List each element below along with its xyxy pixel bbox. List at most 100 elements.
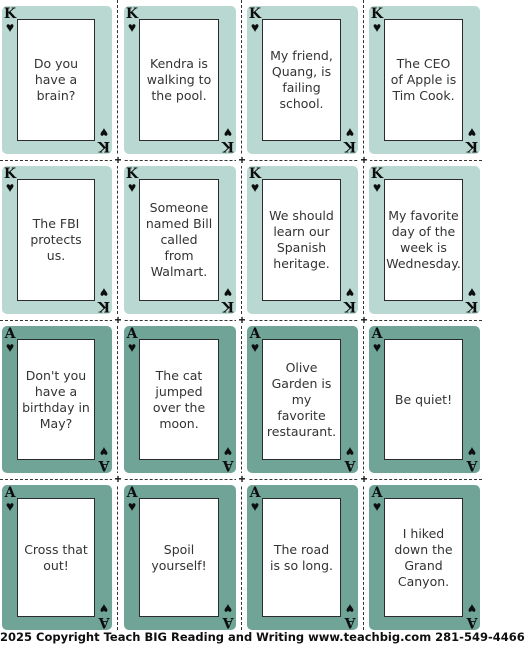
card-face: My friend, Quang, is failing school. <box>262 19 341 141</box>
crop-mark-icon: + <box>236 473 248 485</box>
card-rank: A <box>222 457 234 473</box>
card-corner: A♥ <box>343 601 357 630</box>
playing-card: A♥ Olive Garden is my favorite restauran… <box>247 326 358 473</box>
crop-mark-icon: + <box>358 473 370 485</box>
card-text: Someone named Bill called from Walmart. <box>145 200 213 279</box>
heart-icon: ♥ <box>5 19 15 35</box>
card-face: I hiked down the Grand Canyon. <box>384 498 463 617</box>
card-text: The FBI protects us. <box>30 216 82 263</box>
crop-mark-icon: + <box>112 154 124 166</box>
card-rank: K <box>97 298 111 314</box>
heart-icon: ♥ <box>5 339 15 355</box>
heart-icon: ♥ <box>372 19 382 35</box>
playing-card: K♥ Someone named Bill called from Walmar… <box>124 166 236 314</box>
card-text: Kendra is walking to the pool. <box>146 56 212 103</box>
card-corner: K♥ <box>97 125 111 154</box>
crop-mark-icon: + <box>112 473 124 485</box>
card-corner: A♥ <box>370 486 384 513</box>
playing-card: K♥ We should learn our Spanish heritage.… <box>247 166 358 314</box>
card-rank: K <box>370 166 384 182</box>
card-rank: A <box>98 457 110 473</box>
playing-card: A♥ I hiked down the Grand Canyon. A♥ <box>369 485 480 630</box>
card-rank: A <box>4 326 16 342</box>
card-corner: K♥ <box>248 7 262 34</box>
card-rank: A <box>126 326 138 342</box>
heart-icon: ♥ <box>250 339 260 355</box>
playing-card: A♥ Spoil yourself! A♥ <box>124 485 236 630</box>
card-face: Kendra is walking to the pool. <box>139 19 219 141</box>
heart-icon: ♥ <box>250 179 260 195</box>
card-face: My favorite day of the week is Wednesday… <box>384 179 463 301</box>
card-corner: A♥ <box>125 486 139 513</box>
card-text: Be quiet! <box>394 391 453 407</box>
card-face: The cat jumped over the moon. <box>139 339 219 460</box>
card-text: My friend, Quang, is failing school. <box>270 48 333 111</box>
heart-icon: ♥ <box>127 339 137 355</box>
card-text: The cat jumped over the moon. <box>152 367 206 431</box>
playing-card: A♥ The road is so long. A♥ <box>247 485 358 630</box>
card-text: The road is so long. <box>269 541 334 573</box>
card-corner: A♥ <box>465 444 479 473</box>
card-corner: K♥ <box>221 285 235 314</box>
card-corner: K♥ <box>3 7 17 34</box>
card-rank: A <box>98 614 110 630</box>
crop-mark-icon: + <box>236 314 248 326</box>
card-text: We should learn our Spanish heritage. <box>269 208 334 271</box>
card-face: We should learn our Spanish heritage. <box>262 179 341 301</box>
card-face: The road is so long. <box>262 498 341 617</box>
card-corner: K♥ <box>125 7 139 34</box>
playing-card: K♥ The CEO of Apple is Tim Cook. K♥ <box>369 6 480 154</box>
playing-card: K♥ Kendra is walking to the pool. K♥ <box>124 6 236 154</box>
playing-card: A♥ Don't you have a birthday in May? A♥ <box>2 326 112 473</box>
playing-card: A♥ Be quiet! A♥ <box>369 326 480 473</box>
card-rank: K <box>343 298 357 314</box>
card-text: The CEO of Apple is Tim Cook. <box>390 56 457 103</box>
crop-mark-icon: + <box>112 314 124 326</box>
crop-mark-icon: + <box>358 154 370 166</box>
card-rank: K <box>248 166 262 182</box>
card-face: Spoil yourself! <box>139 498 219 617</box>
card-corner: K♥ <box>248 167 262 194</box>
card-rank: K <box>125 6 139 22</box>
card-corner: A♥ <box>248 327 262 354</box>
card-rank: A <box>344 614 356 630</box>
card-text: Cross that out! <box>24 541 88 573</box>
card-text: Spoil yourself! <box>151 541 207 573</box>
card-rank: A <box>222 614 234 630</box>
card-rank: K <box>125 166 139 182</box>
card-corner: K♥ <box>465 125 479 154</box>
card-text: Don't you have a birthday in May? <box>22 367 90 431</box>
card-rank: K <box>3 166 17 182</box>
card-corner: K♥ <box>343 125 357 154</box>
card-corner: A♥ <box>125 327 139 354</box>
playing-card: A♥ The cat jumped over the moon. A♥ <box>124 326 236 473</box>
heart-icon: ♥ <box>250 498 260 514</box>
card-text: My favorite day of the week is Wednesday… <box>386 208 461 271</box>
card-corner: K♥ <box>370 7 384 34</box>
card-face: Olive Garden is my favorite restaurant. <box>262 339 341 460</box>
card-corner: K♥ <box>97 285 111 314</box>
card-corner: A♥ <box>248 486 262 513</box>
card-text: Do you have a brain? <box>33 56 79 103</box>
card-rank: A <box>249 326 261 342</box>
card-rank: K <box>465 298 479 314</box>
card-rank: K <box>248 6 262 22</box>
crop-mark-icon: + <box>358 314 370 326</box>
card-rank: A <box>249 485 261 501</box>
card-text: Olive Garden is my favorite restaurant. <box>266 359 337 439</box>
card-corner: A♥ <box>221 444 235 473</box>
card-text: I hiked down the Grand Canyon. <box>394 525 453 589</box>
card-rank: K <box>221 138 235 154</box>
card-face: Be quiet! <box>384 339 463 460</box>
card-rank: K <box>370 6 384 22</box>
card-face: Someone named Bill called from Walmart. <box>139 179 219 301</box>
card-corner: A♥ <box>97 444 111 473</box>
card-face: Do you have a brain? <box>17 19 95 141</box>
playing-card: K♥ My favorite day of the week is Wednes… <box>369 166 480 314</box>
card-face: The FBI protects us. <box>17 179 95 301</box>
playing-card: K♥ The FBI protects us. K♥ <box>2 166 112 314</box>
card-rank: K <box>3 6 17 22</box>
heart-icon: ♥ <box>372 498 382 514</box>
playing-card: K♥ My friend, Quang, is failing school. … <box>247 6 358 154</box>
card-corner: A♥ <box>3 486 17 513</box>
